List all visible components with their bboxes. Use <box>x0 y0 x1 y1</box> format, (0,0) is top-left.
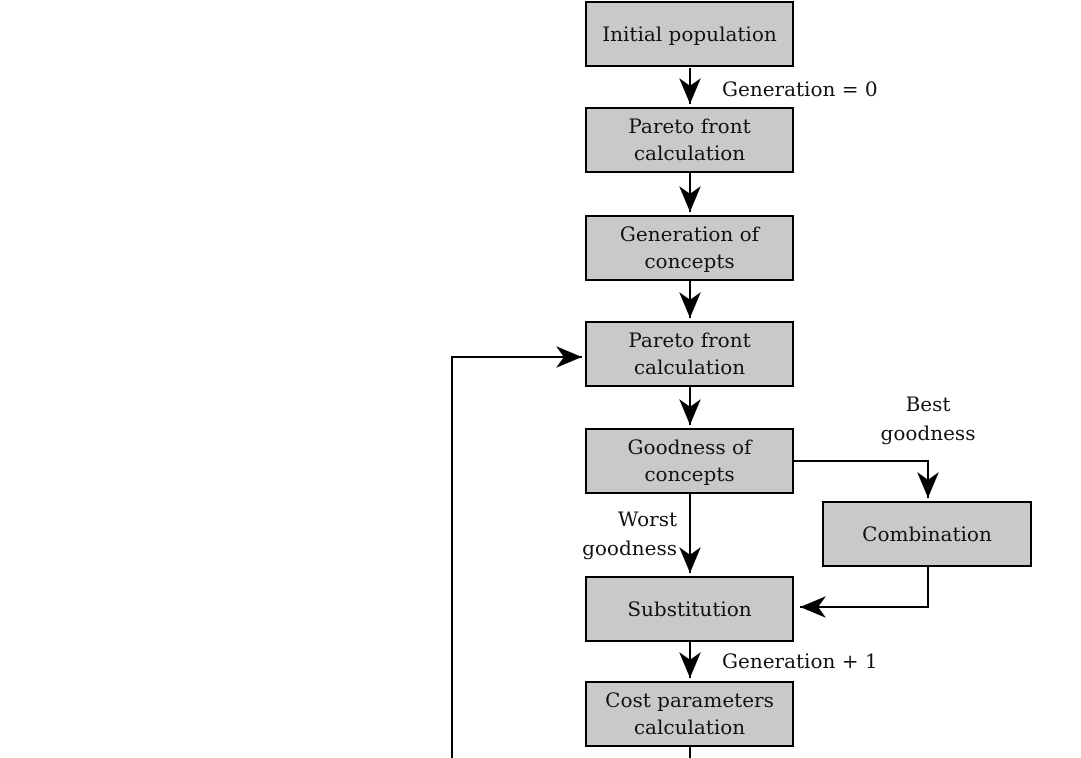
node-goodness-of-concepts: Goodness of concepts <box>585 428 794 494</box>
edge-label-best-goodness: Best goodness <box>880 392 976 445</box>
edge-goodness-to-combination <box>794 460 939 498</box>
node-initial-population: Initial population <box>585 1 794 67</box>
edge-label-generation-0: Generation = 0 <box>722 77 878 101</box>
edge-feedback-loop <box>451 346 582 758</box>
edge-label-worst-goodness: Worst goodness <box>582 507 677 560</box>
node-pareto-front-calculation-1: Pareto front calculation <box>585 107 794 173</box>
edge-label-generation-plus-1: Generation + 1 <box>722 649 878 673</box>
node-cost-parameters-calculation: Cost parameters calculation <box>585 681 794 747</box>
node-combination: Combination <box>822 501 1032 567</box>
edge-combination-to-substitution <box>800 567 929 618</box>
node-generation-of-concepts: Generation of concepts <box>585 215 794 281</box>
node-pareto-front-calculation-2: Pareto front calculation <box>585 321 794 387</box>
node-substitution: Substitution <box>585 576 794 642</box>
